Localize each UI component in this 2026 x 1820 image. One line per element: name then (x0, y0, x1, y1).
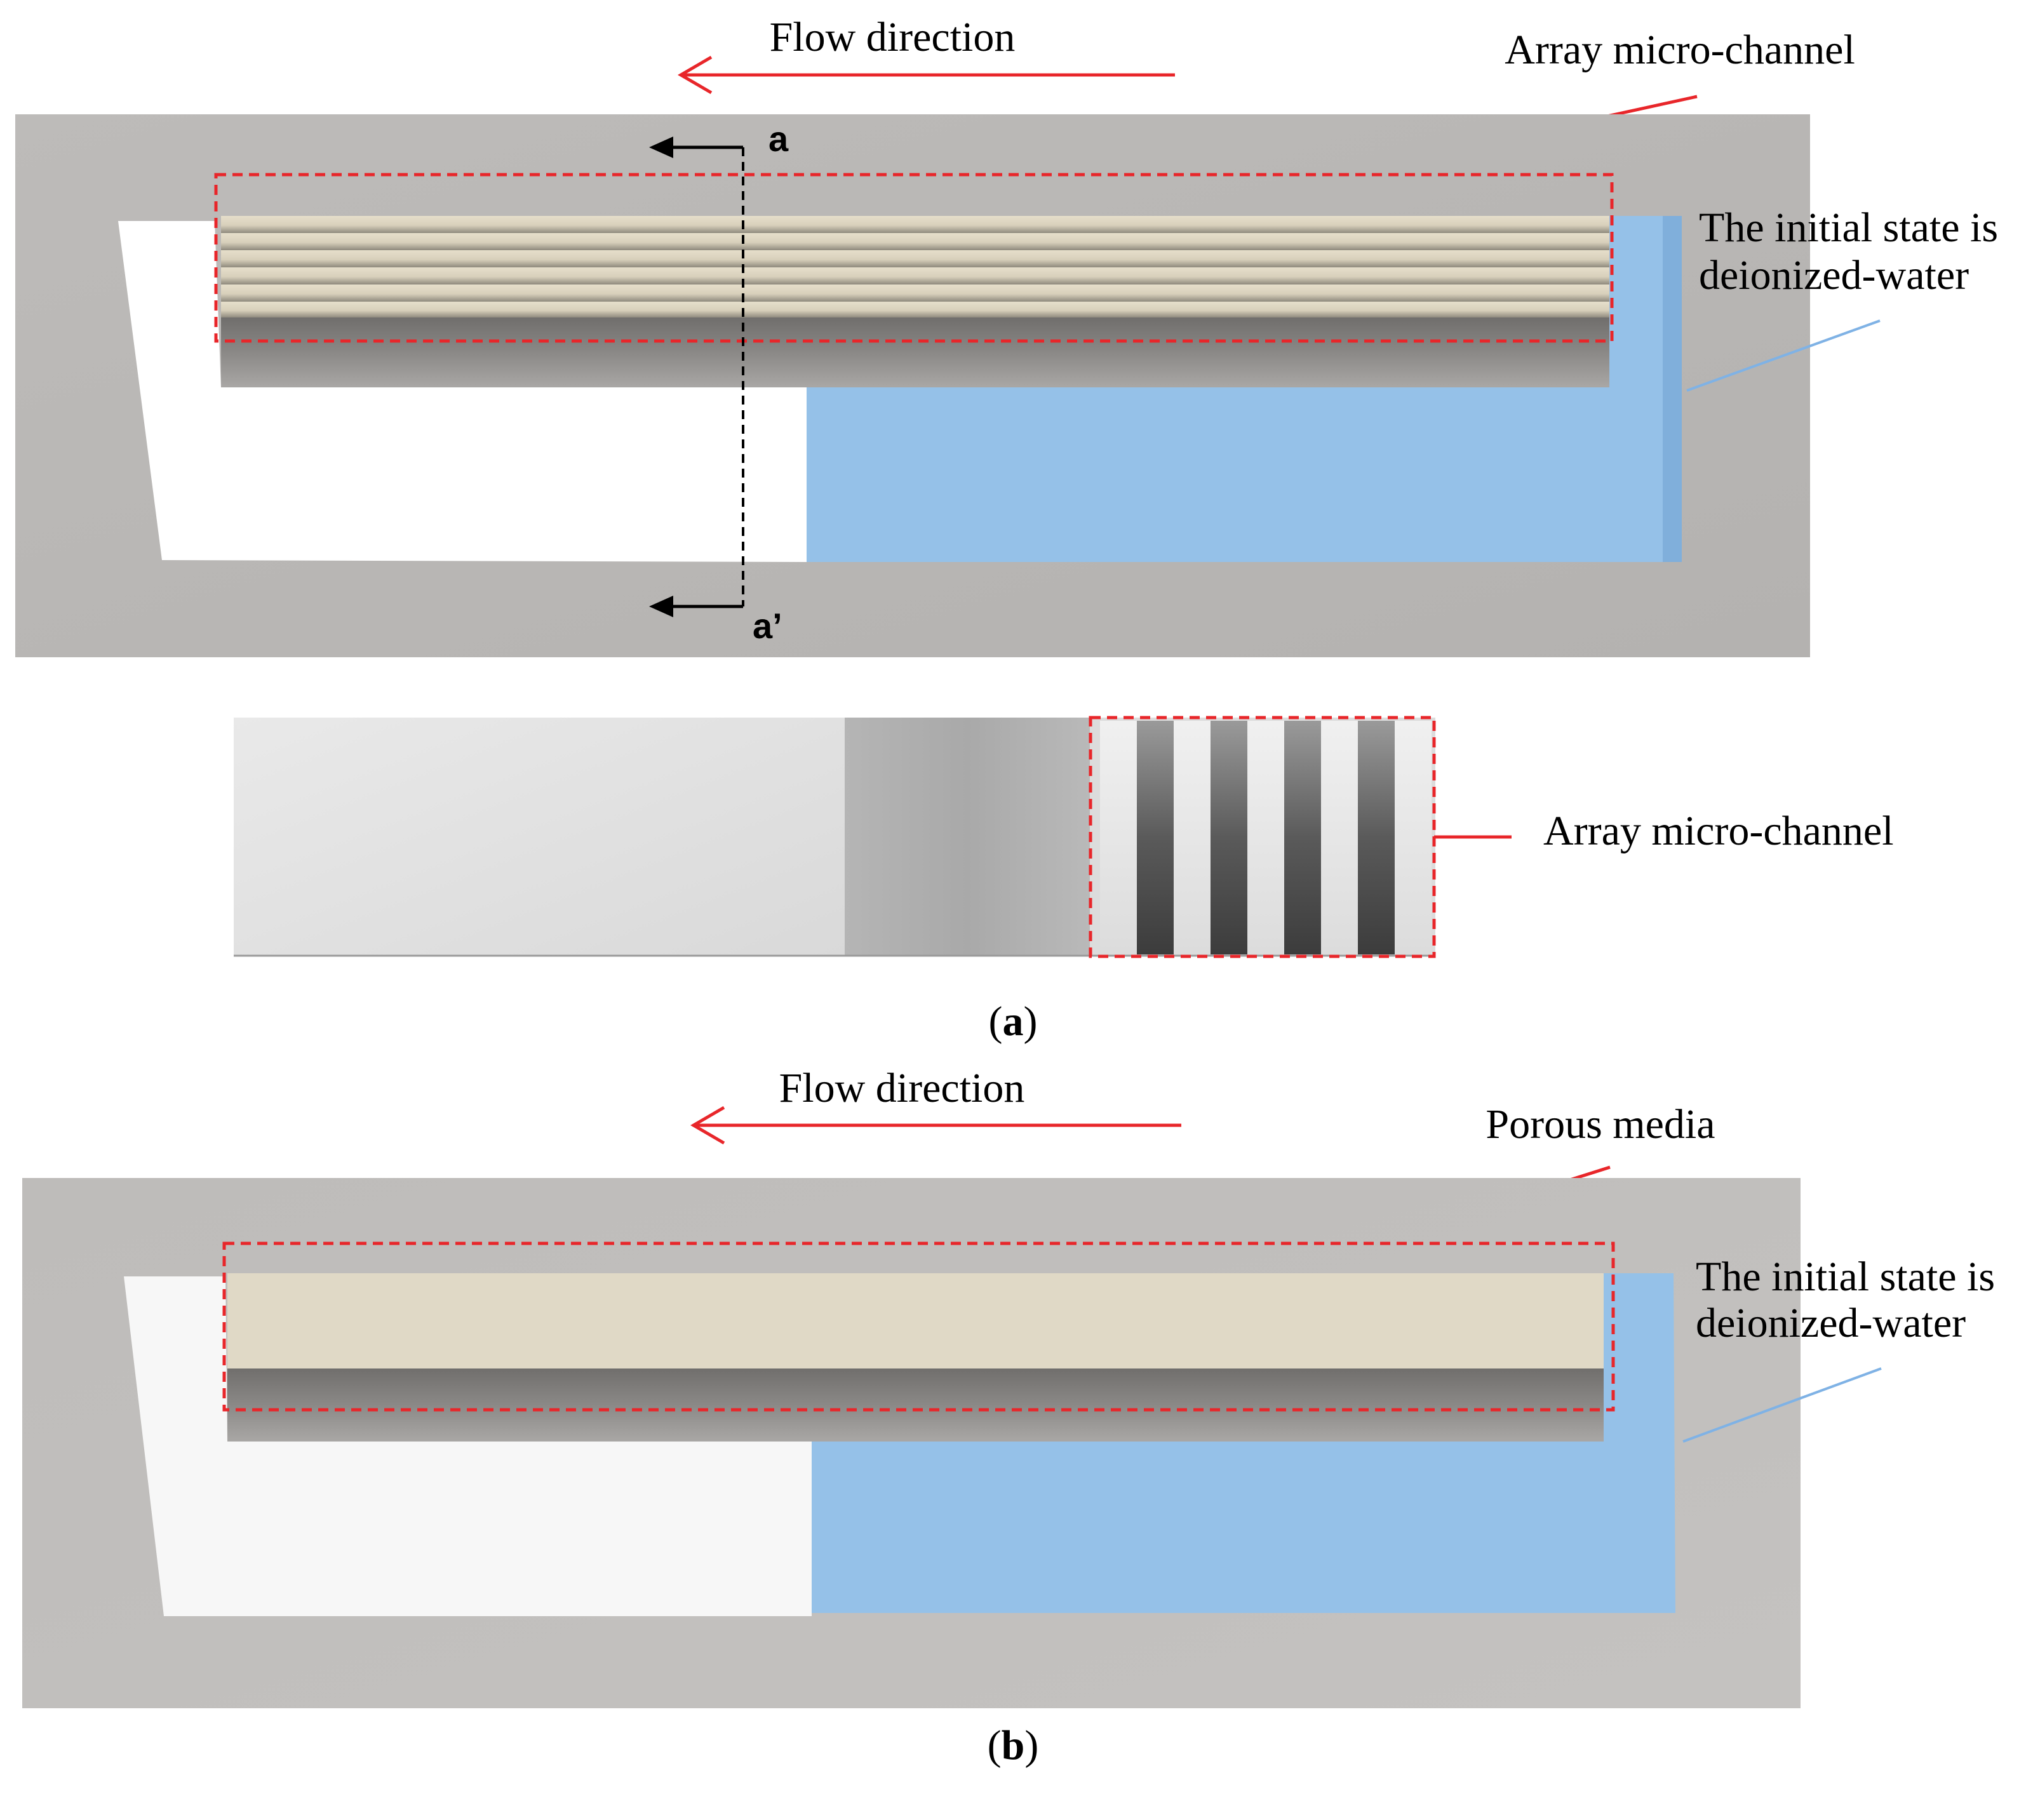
caption-b: (b) (988, 1722, 1039, 1769)
initial-state-label-line1: The initial state is (1699, 204, 1998, 251)
initial-state-leader (1686, 319, 1881, 392)
channel-trench (221, 316, 1609, 387)
section-label-a-prime: a’ (753, 606, 782, 646)
array-microchannel-label: Array micro-channel (1505, 27, 1855, 73)
initial-state-label-b-line1: The initial state is (1696, 1254, 1995, 1300)
cross-section-channels (1100, 721, 1432, 954)
panel-a: Flow direction Array micro-channel (15, 14, 1998, 1045)
flow-direction-arrow (678, 55, 1175, 95)
water-region-edge (1663, 216, 1682, 562)
section-line (649, 137, 744, 617)
white-channel-region (118, 221, 807, 562)
micro-channel-array (221, 216, 1609, 318)
porous-media-highlight-box (222, 1241, 1615, 1412)
porous-media-block (227, 1273, 1604, 1368)
porous-media-label: Porous media (1486, 1101, 1715, 1148)
cross-section-view (234, 718, 1435, 957)
section-label-a: a (768, 119, 789, 159)
deionized-water-region (807, 216, 1682, 562)
initial-state-leader-b (1682, 1367, 1882, 1443)
initial-state-label-b-line2: deionized-water (1696, 1300, 1966, 1346)
white-channel-region-b (124, 1276, 812, 1616)
flow-direction-arrow-b (690, 1106, 1181, 1145)
cross-section-label: Array micro-channel (1543, 808, 1894, 854)
flow-direction-label: Flow direction (770, 14, 1016, 60)
flow-direction-label-b: Flow direction (779, 1065, 1025, 1111)
caption-a: (a) (989, 998, 1038, 1045)
deionized-water-region-b (812, 1273, 1675, 1613)
array-microchannel-highlight-box (214, 173, 1614, 343)
initial-state-label-line2: deionized-water (1699, 252, 1969, 298)
panel-b: Flow direction Porous media The initial … (22, 1065, 1995, 1769)
channel-trench-b (227, 1367, 1604, 1442)
